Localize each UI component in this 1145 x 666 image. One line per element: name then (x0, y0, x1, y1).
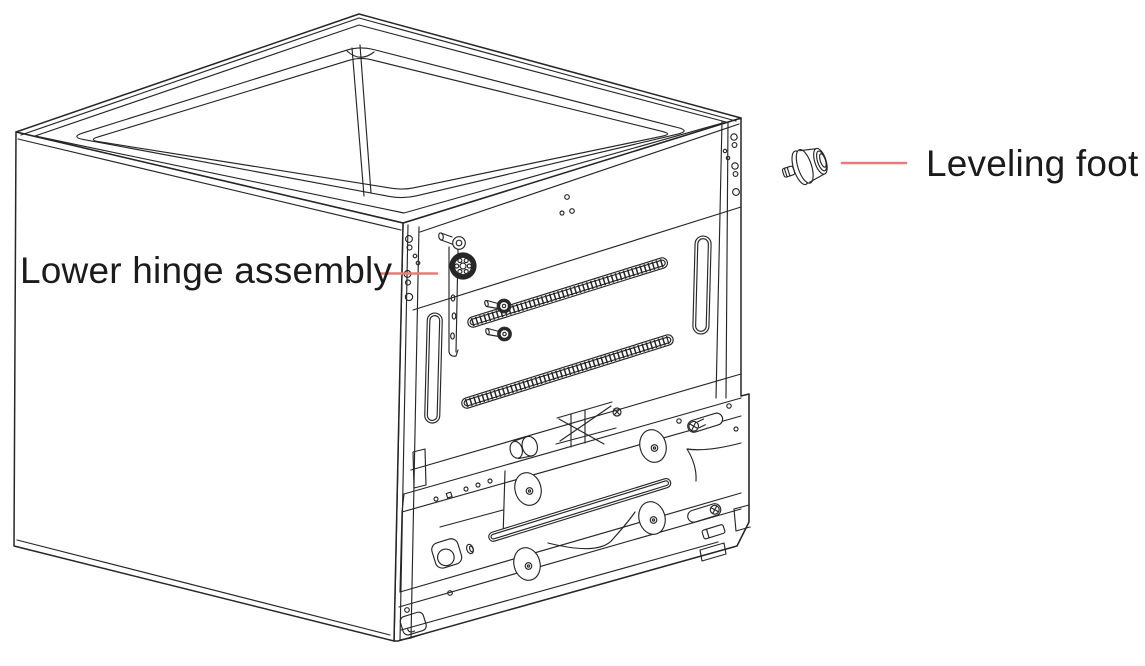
square-cutout (431, 538, 463, 569)
left-panel-edges (16, 138, 402, 636)
left-side-panel (13, 131, 404, 642)
mounting-boss-1 (514, 472, 542, 506)
vent-slot-right (692, 235, 712, 335)
back-panel-detail (412, 123, 742, 424)
deck-lattice (555, 401, 622, 448)
left-foot-bracket (399, 611, 427, 636)
main-rail (399, 492, 742, 593)
base-arch-cutout (547, 511, 636, 550)
condenser-tube-upper (467, 257, 669, 328)
right-end-plate (686, 393, 751, 547)
mounting-boss-2 (639, 429, 667, 463)
label-leveling-foot: Leveling foot (926, 143, 1139, 184)
condenser-tube-lower (461, 334, 674, 409)
left-bracket-tab (412, 448, 427, 489)
lower-hinge-assembly (438, 232, 477, 357)
callout-leaders (379, 161, 908, 275)
cabinet-silhouette (13, 13, 750, 642)
leveling-foot-part (781, 147, 828, 186)
mounting-boss-4 (513, 547, 541, 581)
base-assembly (398, 373, 751, 636)
bolt-slot-lower (687, 503, 722, 523)
upper-rail (401, 397, 742, 513)
top-rim (20, 17, 737, 214)
corner-post-right (715, 120, 740, 399)
label-lower-hinge-assembly: Lower hinge assembly (20, 250, 393, 291)
mounting-boss-3 (638, 501, 666, 535)
panel-seam (412, 206, 742, 311)
interior-corner-post (351, 44, 372, 197)
corner-post-left (399, 224, 424, 641)
bolt-slot-upper (687, 412, 724, 433)
ink-layer (13, 13, 908, 642)
corner-gusset (346, 50, 375, 58)
right-foot (699, 524, 727, 562)
hinge-adjustment-knob (449, 252, 477, 280)
deck-cylinder (509, 435, 539, 460)
clamp-screw-1 (484, 298, 512, 314)
clamp-screw-2 (485, 326, 512, 342)
vent-slot-left (424, 312, 443, 424)
long-thin-slot (488, 478, 672, 542)
